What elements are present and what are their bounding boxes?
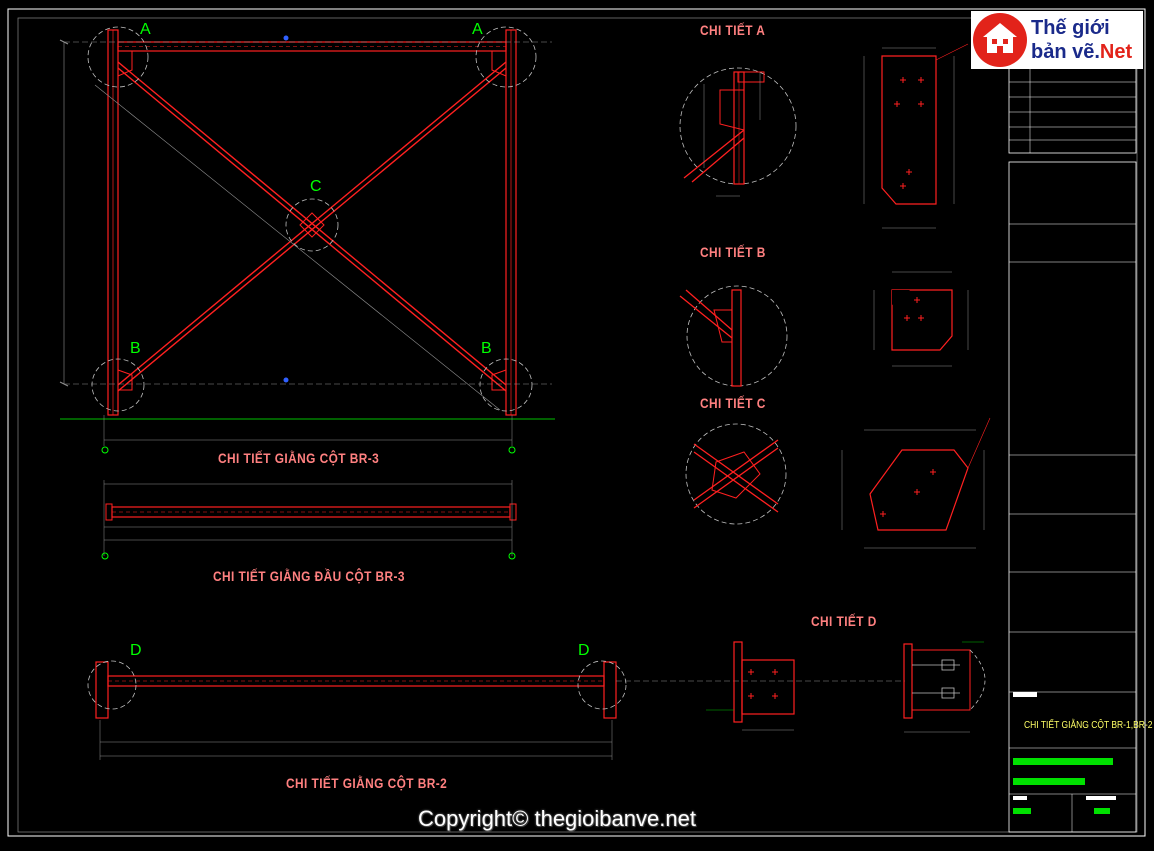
title-block (1008, 66, 1137, 833)
detail-circle-a-left (87, 26, 149, 88)
grid-bubble-left (101, 446, 109, 454)
marker-a-left: A (140, 21, 151, 38)
title-br2: CHI TIẾT GIẰNG CỘT BR-2 (286, 775, 448, 791)
title-br3: CHI TIẾT GIẰNG CỘT BR-3 (218, 450, 380, 466)
titleblock-bar-1 (1013, 758, 1113, 765)
detail-circle-d-right (577, 660, 627, 710)
logo-line1: Thế giới (1031, 17, 1110, 39)
logo-line2: bản vẽ.Net (1031, 41, 1132, 64)
logo-line2-suffix: Net (1099, 41, 1133, 63)
title-detail-b: CHI TIẾT B (700, 244, 766, 260)
titleblock-bar-2 (1013, 778, 1085, 785)
br2-elevation (87, 660, 905, 760)
detail-c-view (685, 423, 787, 525)
inner-border (17, 17, 1138, 833)
detail-circle-b-right (479, 358, 533, 412)
level-marker-top (283, 35, 289, 41)
level-marker-bottom (283, 377, 289, 383)
detail-b-view (679, 285, 788, 387)
detail-a-view (679, 67, 797, 197)
detail-circle-a-right (475, 26, 537, 88)
detail-d-section (903, 641, 986, 733)
detail-circle-b-left (91, 358, 145, 412)
title-br3-head: CHI TIẾT GIẰNG ĐẦU CỘT BR-3 (213, 568, 405, 584)
detail-d-plate (706, 641, 795, 731)
marker-b-right: B (481, 340, 492, 357)
detail-c-plate (841, 417, 991, 549)
detail-b-plate (873, 271, 969, 367)
sheet-border (7, 8, 1146, 837)
br2-column-right (603, 661, 617, 719)
construction-line (94, 84, 501, 411)
marker-a-right: A (472, 21, 483, 38)
title-detail-a: CHI TIẾT A (700, 22, 766, 38)
detail-circle-c (285, 198, 339, 252)
house-icon (983, 23, 1017, 53)
marker-d-right: D (578, 642, 590, 659)
marker-b-left: B (130, 340, 141, 357)
title-detail-d: CHI TIẾT D (811, 613, 877, 629)
detail-a-plate (863, 43, 969, 229)
titleblock-marker (1013, 692, 1037, 697)
br2-column-left (95, 661, 109, 719)
detail-circle-d-left (87, 660, 137, 710)
grid-bubble-right (508, 446, 516, 454)
titleblock-drawing-title: CHI TIẾT GIẰNG CỘT BR-1,BR-2 (1024, 720, 1153, 731)
site-logo: Thế giới bản vẽ.Net (971, 11, 1143, 69)
brace-diagonal-2 (117, 61, 507, 386)
br3-head-strut (101, 480, 517, 560)
title-detail-c: CHI TIẾT C (700, 395, 766, 411)
logo-line2-prefix: bản vẽ. (1031, 41, 1100, 63)
copyright-watermark: Copyright© thegioibanve.net (418, 806, 696, 831)
marker-c: C (310, 178, 322, 195)
br3-elevation (59, 26, 555, 454)
marker-d-left: D (130, 642, 142, 659)
